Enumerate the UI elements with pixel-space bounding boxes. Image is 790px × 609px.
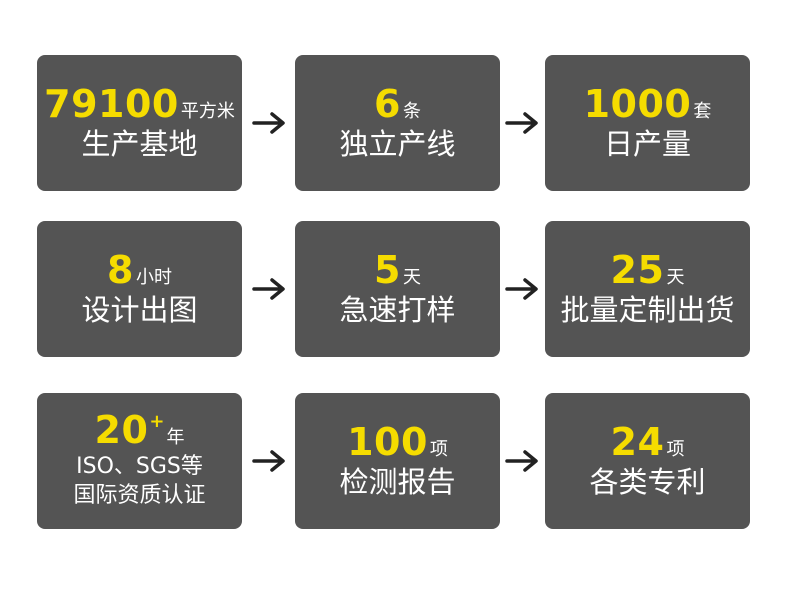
arrow-right-icon [505, 277, 541, 301]
stat-headline: 79100 平方米 [44, 85, 235, 123]
stat-label: 各类专利 [589, 465, 706, 500]
stat-unit: 项 [666, 439, 685, 461]
stat-headline: 24 项 [611, 423, 685, 461]
stat-number: 100 [347, 420, 428, 465]
stat-unit: 项 [429, 439, 448, 461]
stat-label-line2: 国际资质认证 [73, 483, 206, 508]
stat-number: 6 [374, 82, 401, 127]
arrow-right-icon [505, 111, 541, 135]
stat-headline: 20 + 年 [95, 411, 185, 449]
stat-card-production-lines: 6 条 独立产线 [295, 55, 500, 191]
arrow-right-icon [252, 449, 288, 473]
stat-number: 5 [374, 248, 401, 293]
stat-label: 独立产线 [339, 127, 456, 162]
stat-card-bulk-delivery: 25 天 批量定制出货 [545, 221, 750, 357]
stat-card-certification: 20 + 年 ISO、SGS等 国际资质认证 [37, 393, 242, 529]
stat-unit: 天 [666, 267, 685, 289]
stat-number: 24 [610, 420, 665, 465]
stat-headline: 8 小时 [107, 251, 172, 289]
stat-card-sampling: 5 天 急速打样 [295, 221, 500, 357]
stat-label: 生产基地 [81, 127, 198, 162]
stat-unit: 天 [402, 267, 421, 289]
stat-unit: 年 [166, 427, 185, 449]
arrow-right-icon [505, 449, 541, 473]
stat-headline: 25 天 [611, 251, 685, 289]
stat-unit: 套 [693, 101, 712, 123]
stat-headline: 5 天 [374, 251, 421, 289]
stat-card-patents: 24 项 各类专利 [545, 393, 750, 529]
stat-headline: 100 项 [347, 423, 448, 461]
stat-number: 8 [107, 248, 134, 293]
stat-card-production-base: 79100 平方米 生产基地 [37, 55, 242, 191]
stat-label: 检测报告 [339, 465, 456, 500]
arrow-right-icon [252, 277, 288, 301]
stat-number: 1000 [583, 82, 692, 127]
stat-label: 批量定制出货 [560, 293, 735, 328]
stat-number: 20 [94, 408, 149, 453]
stat-label-line1: ISO、SGS等 [76, 454, 203, 480]
stat-label: 急速打样 [339, 293, 456, 328]
stat-headline: 1000 套 [584, 85, 712, 123]
stat-card-design: 8 小时 设计出图 [37, 221, 242, 357]
stat-unit: 条 [402, 101, 421, 123]
stat-superscript: + [149, 411, 165, 433]
stat-card-daily-output: 1000 套 日产量 [545, 55, 750, 191]
stat-unit: 平方米 [180, 101, 235, 123]
stat-label: 设计出图 [81, 293, 198, 328]
arrow-right-icon [252, 111, 288, 135]
stat-card-test-reports: 100 项 检测报告 [295, 393, 500, 529]
stat-unit: 小时 [135, 267, 172, 289]
stat-headline: 6 条 [374, 85, 421, 123]
stat-number: 79100 [44, 82, 179, 127]
stat-label: 日产量 [603, 127, 691, 162]
stat-number: 25 [610, 248, 665, 293]
